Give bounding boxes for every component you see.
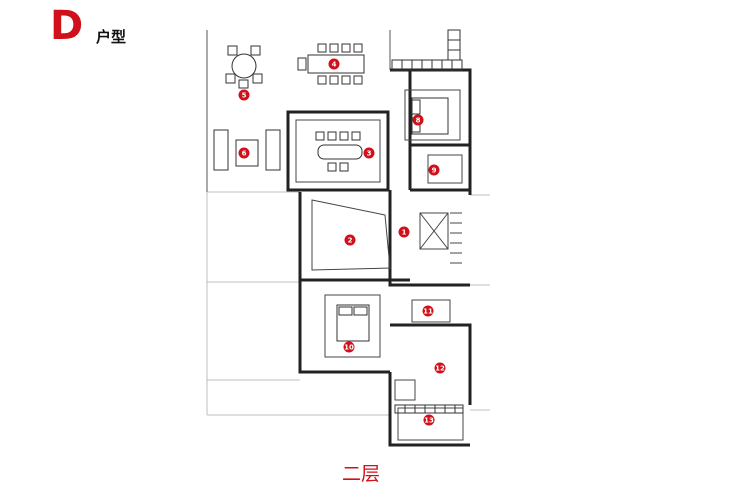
railings [391,29,464,414]
room-marker-6 [238,147,250,159]
room-number-2: 2 [348,237,353,245]
bed [336,304,370,342]
room-marker-13 [423,414,435,426]
main-walls [286,68,472,447]
meeting-table [315,131,363,172]
room-number-11: 11 [423,308,433,316]
room-marker-2 [344,234,356,246]
room-number-4: 4 [332,61,337,69]
room-marker-3 [363,147,375,159]
room-number-13: 13 [424,417,434,425]
plan-type-label: 户型 [96,28,127,46]
room-number-3: 3 [367,150,372,158]
terrace-outline [206,30,391,192]
sofa-set [213,129,281,171]
interior-lines [295,89,464,441]
room-marker-8 [412,114,424,126]
room-number-1: 1 [402,229,407,237]
floor-caption: 二层 [342,463,381,485]
room-marker-1 [398,226,410,238]
room-number-8: 8 [416,117,421,125]
room-marker-4 [328,58,340,70]
room-number-5: 5 [242,92,247,100]
room-number-12: 12 [435,365,445,373]
room-marker-11 [422,305,434,317]
room-marker-5 [238,89,250,101]
plan-type-letter: D [50,3,84,49]
dining-table [297,43,365,85]
room-marker-10 [343,341,355,353]
room-number-10: 10 [344,344,354,352]
room-number-6: 6 [242,150,247,158]
room-number-9: 9 [432,167,437,175]
round-table [225,45,263,89]
room-marker-9 [428,164,440,176]
room-marker-12 [434,362,446,374]
